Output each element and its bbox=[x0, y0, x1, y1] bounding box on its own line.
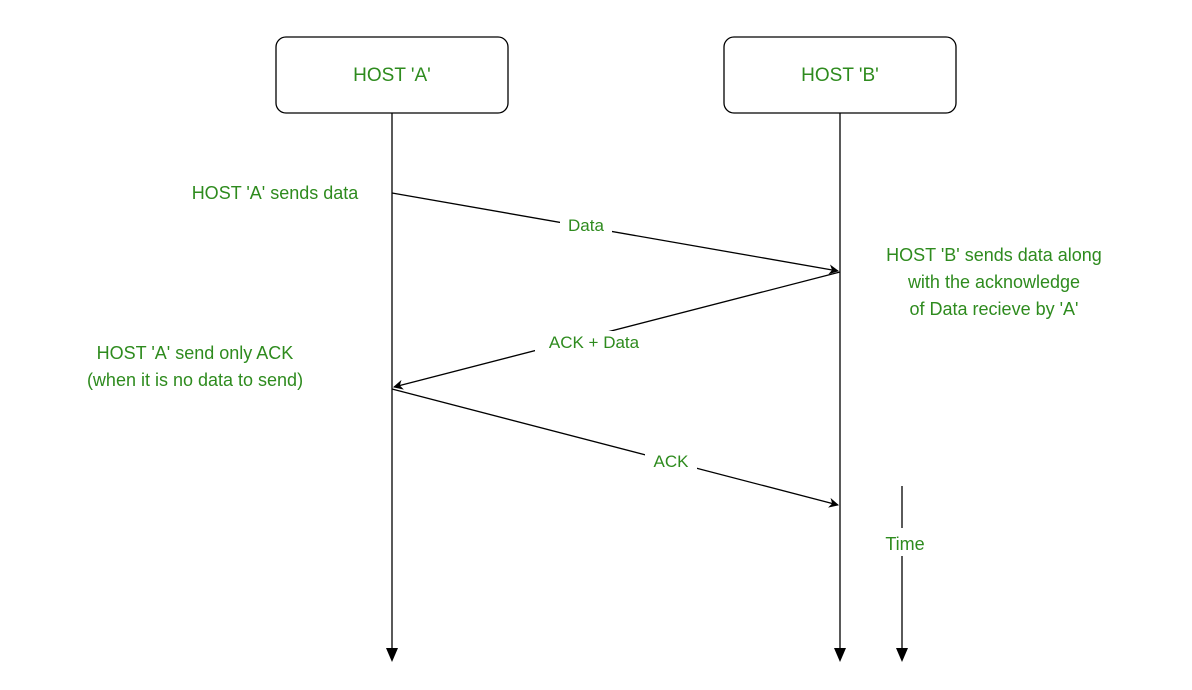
ack-data-message-arrow bbox=[393, 271, 841, 390]
host-b-label: HOST 'B' bbox=[801, 65, 879, 86]
host-b-lifeline-arrowhead bbox=[834, 648, 846, 662]
ack-message-label: ACK bbox=[654, 452, 690, 471]
host-a-label: HOST 'A' bbox=[353, 65, 431, 86]
host-a-lifeline-arrowhead bbox=[386, 648, 398, 662]
host-b-box: HOST 'B' bbox=[723, 36, 957, 114]
note-b-sends-line2: with the acknowledge bbox=[907, 272, 1080, 292]
note-b-sends-line3: of Data recieve by 'A' bbox=[910, 299, 1079, 319]
host-a-box: HOST 'A' bbox=[275, 36, 509, 114]
data-message-label: Data bbox=[568, 216, 604, 235]
time-label: Time bbox=[885, 534, 924, 554]
time-arrowhead bbox=[896, 648, 908, 662]
note-a-sends-data: HOST 'A' sends data bbox=[192, 183, 360, 203]
ack-data-label-bg bbox=[535, 331, 653, 353]
ack-message-arrow bbox=[391, 388, 839, 508]
note-a-ack-only-line2: (when it is no data to send) bbox=[87, 370, 303, 390]
note-a-ack-only-line1: HOST 'A' send only ACK bbox=[97, 343, 294, 363]
data-label-bg bbox=[560, 214, 612, 236]
ack-data-message-label: ACK + Data bbox=[549, 333, 640, 352]
ack-label-bg bbox=[645, 450, 697, 472]
data-message-arrow bbox=[391, 192, 839, 275]
note-b-sends-line1: HOST 'B' sends data along bbox=[886, 245, 1102, 265]
